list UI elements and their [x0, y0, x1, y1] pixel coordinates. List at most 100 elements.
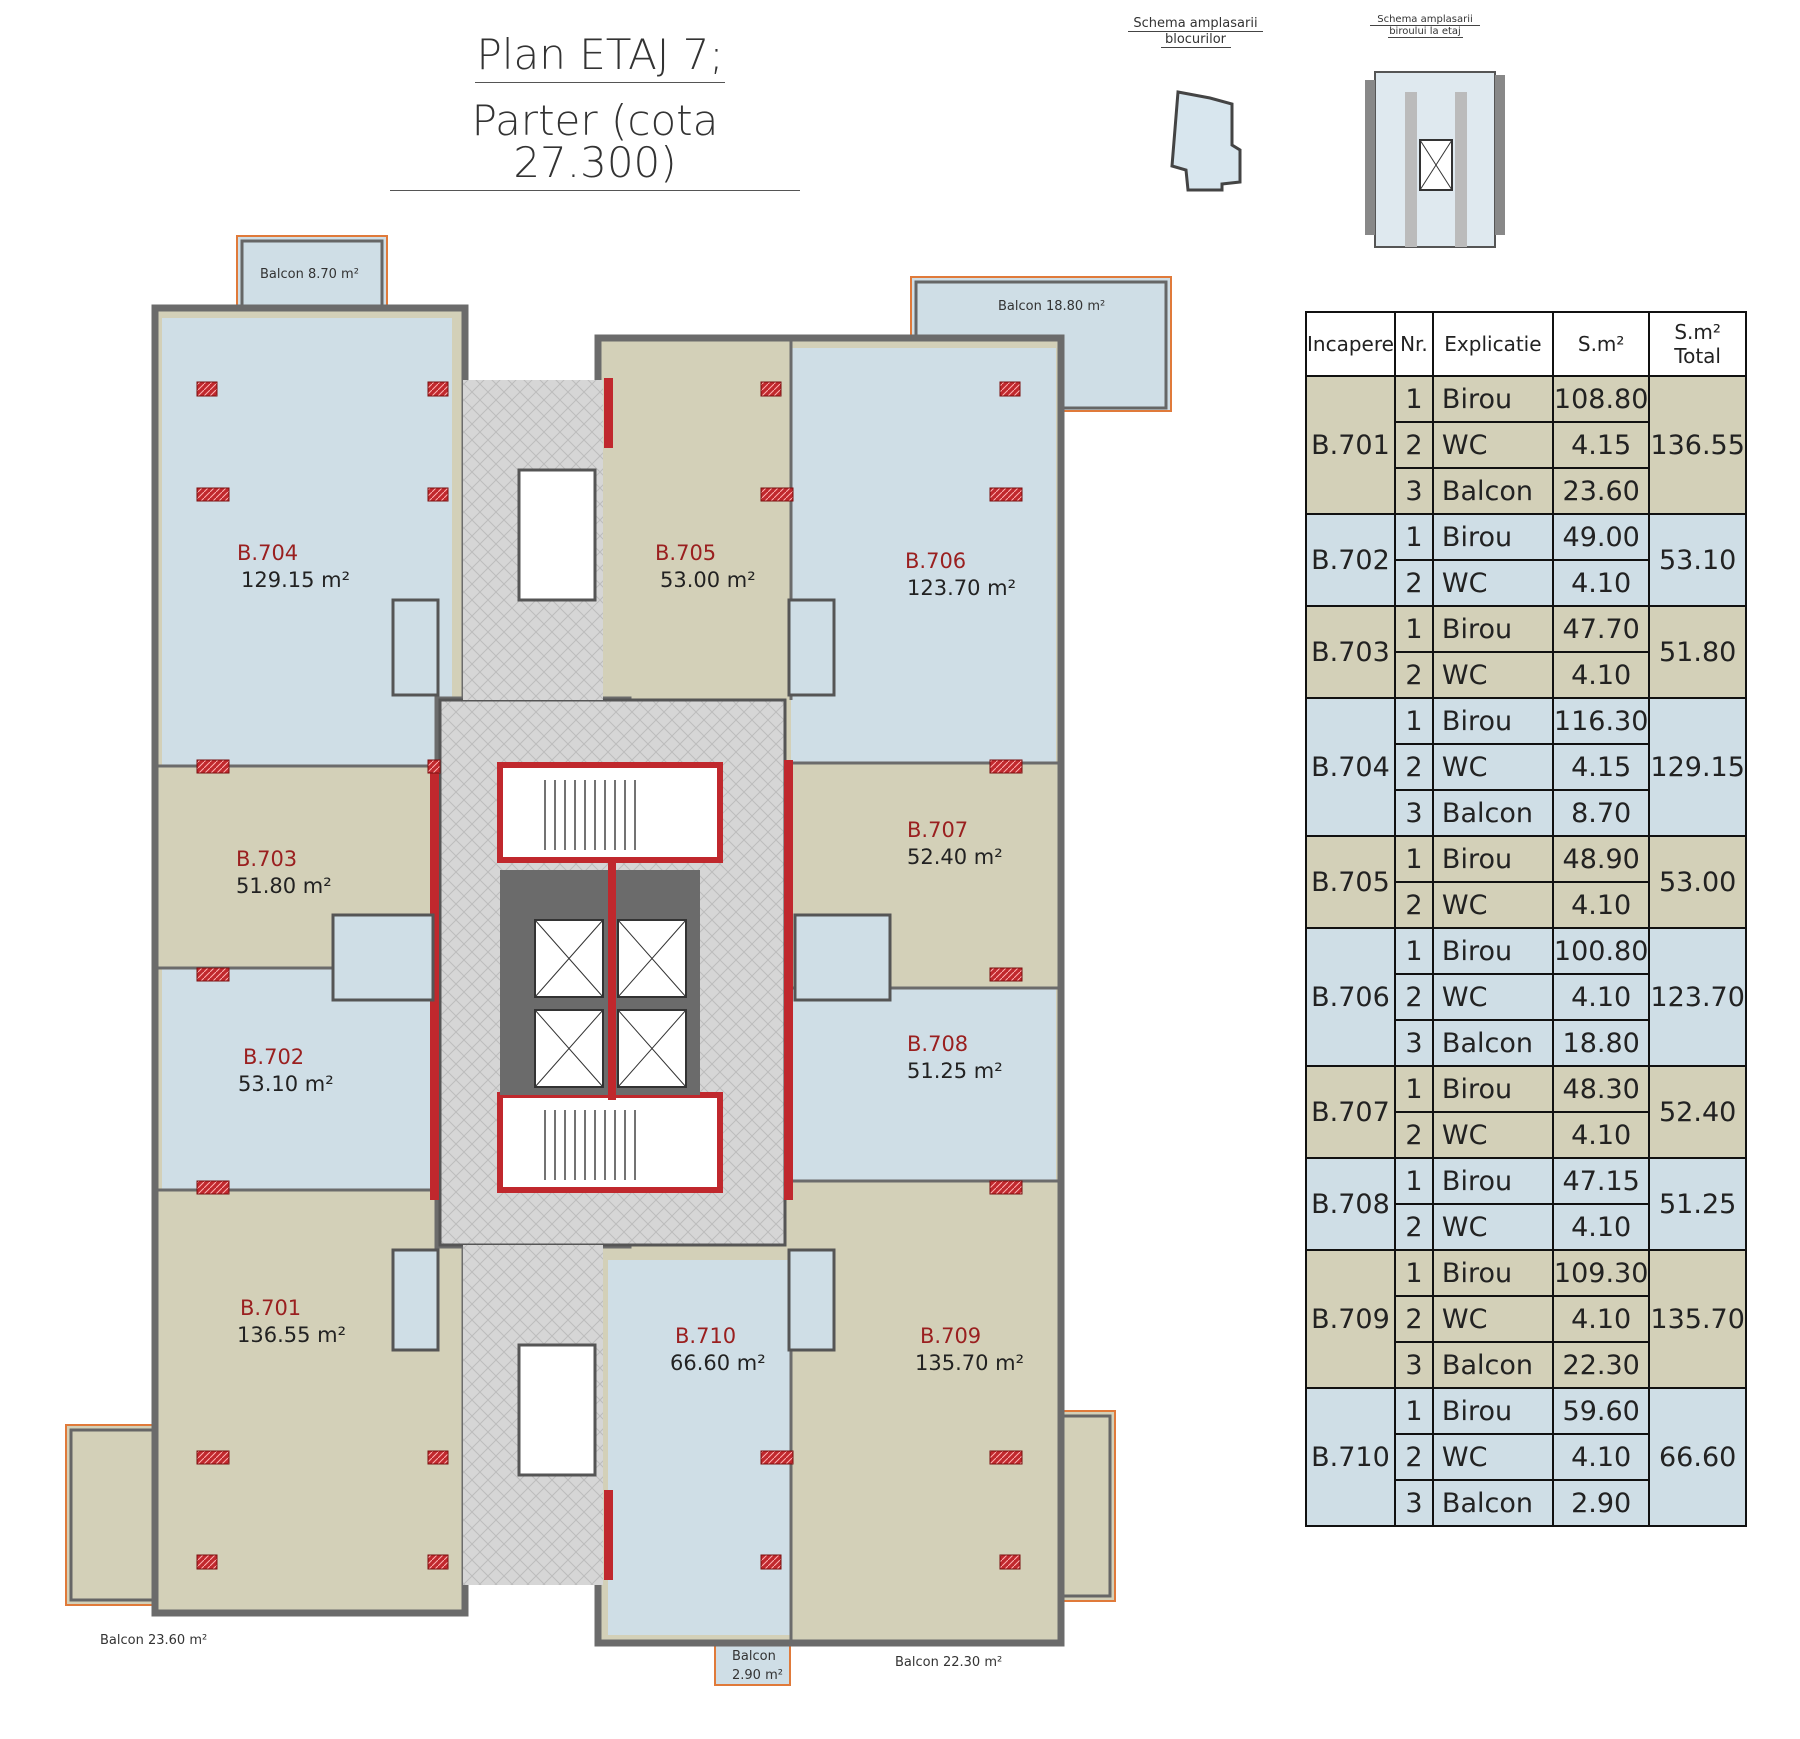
room-label-b709: B.709: [920, 1324, 981, 1348]
cell-sm: 4.10: [1551, 1111, 1651, 1159]
cell-sm: 108.80: [1551, 375, 1651, 423]
room-area-b707: 52.40 m²: [907, 845, 1003, 869]
cell-nr: 1: [1393, 513, 1434, 561]
cell-explicatie: Birou: [1431, 1387, 1554, 1435]
cell-explicatie: Birou: [1431, 1157, 1554, 1205]
cell-sm: 8.70: [1551, 789, 1651, 837]
cell-nr: 3: [1393, 1019, 1434, 1067]
cell-room: B.701: [1305, 375, 1396, 515]
cell-explicatie: WC: [1431, 881, 1554, 929]
room-area-b708: 51.25 m²: [907, 1059, 1003, 1083]
balcony-area-b710: 2.90 m²: [732, 1668, 783, 1683]
cell-total: 66.60: [1648, 1387, 1747, 1527]
cell-sm: 4.15: [1551, 743, 1651, 791]
cell-explicatie: Birou: [1431, 375, 1554, 423]
cell-total: 52.40: [1648, 1065, 1747, 1159]
cell-nr: 2: [1393, 1203, 1434, 1251]
schema-blocks-label: Schema amplasarii blocurilor: [1128, 16, 1263, 48]
cell-sm: 4.15: [1551, 421, 1651, 469]
cell-sm: 23.60: [1551, 467, 1651, 515]
table-header-row: Incapere Nr. Explicatie S.m² S.m² Total: [1305, 311, 1747, 377]
cell-explicatie: Balcon: [1431, 1019, 1554, 1067]
cell-nr: 2: [1393, 973, 1434, 1021]
schema-block-outline: [1170, 90, 1242, 192]
cell-nr: 1: [1393, 605, 1434, 653]
balcony-labels: Balcon 8.70 m² Balcon 18.80 m² Balcon 23…: [100, 267, 1105, 1683]
cell-total: 123.70: [1648, 927, 1747, 1067]
cell-explicatie: WC: [1431, 421, 1554, 469]
balcony-label-b706: Balcon 18.80 m²: [998, 299, 1105, 314]
room-label-b708: B.708: [907, 1032, 968, 1056]
cell-explicatie: Birou: [1431, 697, 1554, 745]
cell-nr: 3: [1393, 467, 1434, 515]
cell-sm: 22.30: [1551, 1341, 1651, 1389]
balcony-label-b710: Balcon: [732, 1649, 776, 1664]
cell-nr: 1: [1393, 1387, 1434, 1435]
cell-explicatie: Balcon: [1431, 1341, 1554, 1389]
cell-nr: 1: [1393, 1157, 1434, 1205]
cell-nr: 1: [1393, 375, 1434, 423]
cell-nr: 1: [1393, 1065, 1434, 1113]
room-labels: B.704 129.15 m² B.705 53.00 m² B.706 123…: [236, 541, 1024, 1375]
cell-sm: 48.30: [1551, 1065, 1651, 1113]
cell-total: 53.10: [1648, 513, 1747, 607]
cell-explicatie: WC: [1431, 1111, 1554, 1159]
cell-total: 129.15: [1648, 697, 1747, 837]
header-explicatie: Explicatie: [1431, 311, 1554, 377]
cell-sm: 4.10: [1551, 1295, 1651, 1343]
cell-explicatie: Birou: [1431, 1249, 1554, 1297]
area-table: Incapere Nr. Explicatie S.m² S.m² Total …: [1305, 311, 1747, 1527]
cell-explicatie: WC: [1431, 1203, 1554, 1251]
cell-explicatie: Balcon: [1431, 789, 1554, 837]
cell-nr: 3: [1393, 789, 1434, 837]
cell-explicatie: Birou: [1431, 513, 1554, 561]
room-area-b701: 136.55 m²: [237, 1323, 346, 1347]
cell-explicatie: Balcon: [1431, 467, 1554, 515]
room-label-b703: B.703: [236, 847, 297, 871]
room-label-b710: B.710: [675, 1324, 736, 1348]
cell-room: B.704: [1305, 697, 1396, 837]
cell-nr: 2: [1393, 1433, 1434, 1481]
room-area-b704: 129.15 m²: [241, 568, 350, 592]
cell-explicatie: WC: [1431, 651, 1554, 699]
cell-sm: 4.10: [1551, 559, 1651, 607]
cell-explicatie: Balcon: [1431, 1479, 1554, 1527]
cell-nr: 1: [1393, 697, 1434, 745]
room-label-b702: B.702: [243, 1045, 304, 1069]
cell-sm: 109.30: [1551, 1249, 1651, 1297]
header-incapere: Incapere: [1305, 311, 1396, 377]
header-sm-total: S.m² Total: [1648, 311, 1747, 377]
cell-sm: 100.80: [1551, 927, 1651, 975]
cell-total: 136.55: [1648, 375, 1747, 515]
cell-room: B.702: [1305, 513, 1396, 607]
cell-room: B.705: [1305, 835, 1396, 929]
room-area-b710: 66.60 m²: [670, 1351, 766, 1375]
room-area-b706: 123.70 m²: [907, 576, 1016, 600]
cell-nr: 2: [1393, 559, 1434, 607]
cell-explicatie: Birou: [1431, 835, 1554, 883]
room-area-b705: 53.00 m²: [660, 568, 756, 592]
cell-sm: 59.60: [1551, 1387, 1651, 1435]
cell-sm: 4.10: [1551, 973, 1651, 1021]
elevators: [500, 860, 700, 1100]
cell-nr: 2: [1393, 743, 1434, 791]
cell-explicatie: WC: [1431, 1433, 1554, 1481]
cell-sm: 48.90: [1551, 835, 1651, 883]
cell-nr: 3: [1393, 1341, 1434, 1389]
room-area-b702: 53.10 m²: [238, 1072, 334, 1096]
cell-explicatie: Birou: [1431, 1065, 1554, 1113]
cell-room: B.706: [1305, 927, 1396, 1067]
cell-sm: 49.00: [1551, 513, 1651, 561]
